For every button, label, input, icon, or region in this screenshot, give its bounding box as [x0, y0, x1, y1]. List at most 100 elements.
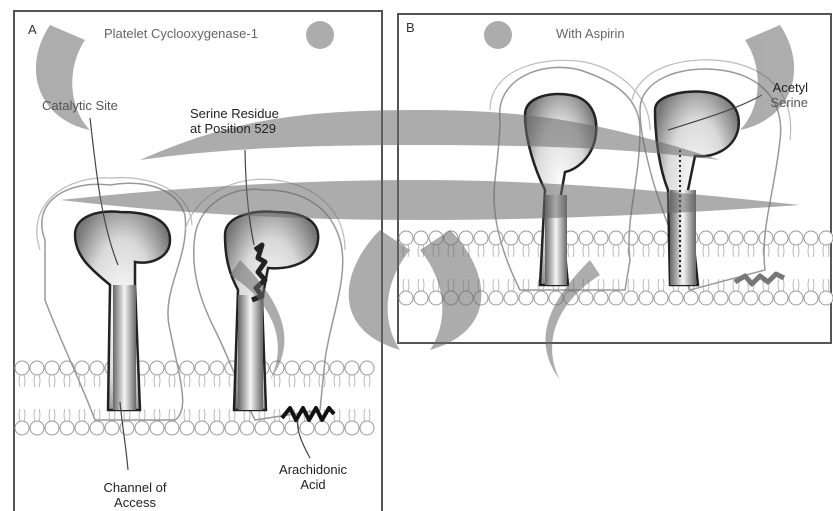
- lipid-head: [474, 291, 488, 305]
- lipid-head: [429, 231, 443, 245]
- lipid-tail: [69, 409, 70, 421]
- lipid-tail: [658, 245, 659, 257]
- lipid-head: [180, 421, 194, 435]
- lipid-tail: [618, 279, 619, 291]
- lipid-head: [624, 291, 638, 305]
- lipid-tail: [453, 279, 454, 291]
- lipid-head: [135, 421, 149, 435]
- lipid-head: [579, 291, 593, 305]
- panel-a-title: Platelet Cyclooxygenase-1: [104, 26, 258, 41]
- lipid-head: [654, 231, 668, 245]
- lipid-tail: [403, 279, 404, 291]
- lipid-tail: [174, 375, 175, 387]
- lipid-head: [699, 231, 713, 245]
- lipid-head: [300, 361, 314, 375]
- lipid-tail: [408, 245, 409, 257]
- lipid-head: [180, 361, 194, 375]
- lipid-tail: [573, 245, 574, 257]
- lipid-tail: [783, 245, 784, 257]
- lipid-tail: [778, 279, 779, 291]
- lipid-head: [345, 421, 359, 435]
- lipid-tail: [438, 279, 439, 291]
- lipid-tail: [403, 245, 404, 257]
- lipid-tail: [768, 245, 769, 257]
- lipid-tail: [583, 279, 584, 291]
- lipid-tail: [204, 375, 205, 387]
- lipid-tail: [219, 375, 220, 387]
- lipid-head: [504, 231, 518, 245]
- lipid-tail: [24, 375, 25, 387]
- channel-of-access-label: Channel of Access: [100, 480, 170, 510]
- catalytic-site-label: Catalytic Site: [42, 98, 118, 113]
- lipid-tail: [189, 409, 190, 421]
- lipid-tail: [513, 245, 514, 257]
- lipid-head: [414, 231, 428, 245]
- lipid-tail: [289, 375, 290, 387]
- lipid-tail: [229, 409, 230, 421]
- lipid-head: [744, 291, 758, 305]
- lipid-tail: [598, 245, 599, 257]
- lipid-tail: [64, 409, 65, 421]
- lipid-head: [399, 231, 413, 245]
- lipid-tail: [304, 375, 305, 387]
- lipid-tail: [189, 375, 190, 387]
- lipid-tail: [199, 375, 200, 387]
- lipid-head: [45, 361, 59, 375]
- lipid-tail: [169, 375, 170, 387]
- lipid-head: [759, 291, 773, 305]
- lipid-tail: [643, 279, 644, 291]
- lipid-head: [774, 291, 788, 305]
- lipid-head: [729, 291, 743, 305]
- lipid-head: [30, 421, 44, 435]
- lipid-tail: [418, 245, 419, 257]
- lipid-tail: [498, 245, 499, 257]
- lipid-tail: [418, 279, 419, 291]
- lipid-tail: [349, 375, 350, 387]
- lipid-head: [345, 361, 359, 375]
- arachidonic-line1: Arachidonic: [268, 462, 358, 477]
- lipid-head: [285, 421, 299, 435]
- lipid-head: [429, 291, 443, 305]
- lipid-head: [270, 361, 284, 375]
- lipid-tail: [508, 245, 509, 257]
- lipid-head: [15, 361, 29, 375]
- lipid-head: [150, 361, 164, 375]
- lipid-tail: [364, 375, 365, 387]
- lipid-head: [165, 421, 179, 435]
- lipid-tail: [433, 245, 434, 257]
- lipid-tail: [144, 375, 145, 387]
- panel-b-cox1-enzyme: [490, 60, 791, 290]
- lipid-tail: [229, 375, 230, 387]
- lipid-head: [804, 291, 818, 305]
- lipid-tail: [508, 279, 509, 291]
- lipid-tail: [723, 245, 724, 257]
- lipid-tail: [19, 409, 20, 421]
- lipid-head: [624, 231, 638, 245]
- lipid-tail: [154, 409, 155, 421]
- lipid-head: [225, 421, 239, 435]
- lipid-tail: [633, 279, 634, 291]
- lipid-tail: [34, 375, 35, 387]
- arachidonic-acid-label: Arachidonic Acid: [268, 462, 358, 492]
- lipid-tail: [468, 279, 469, 291]
- channel-line2: Access: [100, 495, 170, 510]
- lipid-head: [399, 291, 413, 305]
- lipid-tail: [159, 409, 160, 421]
- lipid-tail: [144, 409, 145, 421]
- lipid-tail: [528, 245, 529, 257]
- lipid-tail: [204, 409, 205, 421]
- lipid-tail: [49, 409, 50, 421]
- lipid-tail: [433, 279, 434, 291]
- lipid-tail: [463, 279, 464, 291]
- lipid-head: [774, 231, 788, 245]
- lipid-tail: [613, 245, 614, 257]
- lipid-tail: [643, 245, 644, 257]
- lipid-tail: [703, 245, 704, 257]
- lipid-tail: [184, 409, 185, 421]
- lipid-tail: [199, 409, 200, 421]
- lipid-head: [300, 421, 314, 435]
- panel-a-cox1-enzyme: [37, 178, 345, 420]
- acetyl-line2: Serine: [752, 95, 808, 110]
- lipid-tail: [214, 409, 215, 421]
- lipid-tail: [159, 375, 160, 387]
